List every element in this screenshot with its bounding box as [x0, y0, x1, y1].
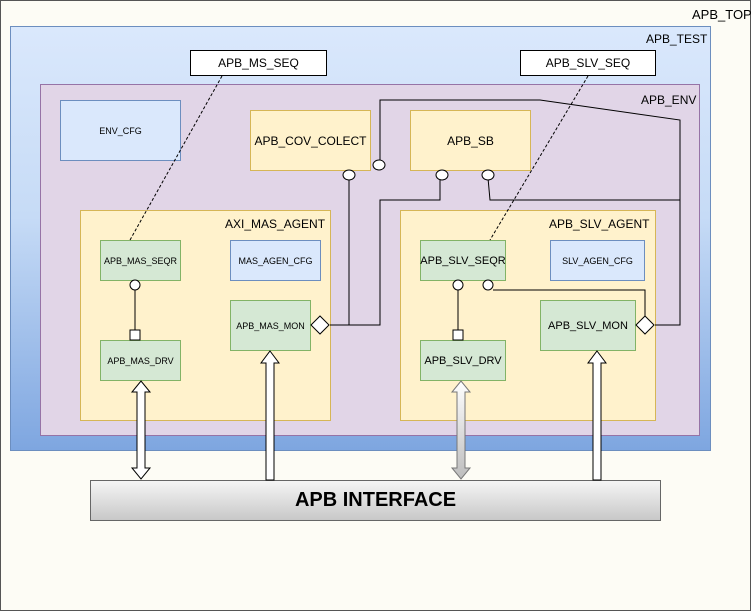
apb-mas-mon-box: APB_MAS_MON	[230, 300, 311, 351]
mas-agen-cfg-box: MAS_AGEN_CFG	[230, 240, 321, 281]
apb-ms-seq-label: APB_MS_SEQ	[218, 56, 299, 70]
apb-mas-mon-label: APB_MAS_MON	[236, 321, 305, 331]
apb-interface-label: APB INTERFACE	[294, 489, 457, 511]
slv-seqr-to-slv-mon-link	[482, 279, 646, 320]
axi-mas-agent-label: AXI_MAS_AGENT	[225, 217, 326, 231]
apb-mas-drv-box: APB_MAS_DRV	[100, 340, 181, 381]
slv-seqr-drv-port-link	[452, 279, 464, 341]
apb-slv-mon-box: APB_SLV_MON	[540, 300, 636, 351]
apb-mas-drv-label: APB_MAS_DRV	[107, 355, 174, 366]
apb-slv-agent-label: APB_SLV_AGENT	[549, 217, 650, 231]
interface-to-slv-mon-arrow	[587, 350, 607, 481]
slv-seq-to-slv-seqr-dashed-link	[489, 75, 589, 241]
apb-slv-seq-box: APB_SLV_SEQ	[520, 50, 656, 76]
slv-agen-cfg-box: SLV_AGEN_CFG	[550, 240, 645, 281]
apb-env-label: APB_ENV	[641, 93, 697, 107]
env-cfg-box: ENV_CFG	[60, 100, 181, 161]
apb-top-label: APB_TOP	[692, 7, 751, 22]
apb-slv-seqr-box: APB_SLV_SEQR	[420, 240, 506, 281]
apb-slv-mon-label: APB_SLV_MON	[548, 319, 628, 332]
apb-cov-colect-box: APB_COV_COLECT	[250, 110, 371, 171]
apb-slv-drv-box: APB_SLV_DRV	[420, 340, 506, 381]
slv-mon-analysis-port-links	[372, 99, 681, 335]
apb-interface-bar: APB INTERFACE	[90, 480, 661, 521]
apb-slv-drv-label: APB_SLV_DRV	[424, 354, 502, 367]
mas-mon-analysis-port-links	[310, 169, 449, 335]
mas-seqr-drv-port-link	[129, 279, 141, 341]
apb-slv-seqr-label: APB_SLV_SEQR	[420, 254, 506, 267]
apb-ms-seq-box: APB_MS_SEQ	[190, 50, 327, 76]
slv-agen-cfg-label: SLV_AGEN_CFG	[562, 255, 633, 266]
apb-slv-seq-label: APB_SLV_SEQ	[545, 56, 631, 70]
mas-agen-cfg-label: MAS_AGEN_CFG	[238, 255, 313, 266]
env-cfg-label: ENV_CFG	[99, 125, 142, 136]
apb-sb-label: APB_SB	[447, 133, 494, 148]
mas-drv-interface-double-arrow	[130, 380, 152, 480]
apb-sb-box: APB_SB	[410, 110, 531, 171]
slv-drv-interface-double-arrow	[450, 380, 472, 480]
interface-to-mas-mon-arrow	[260, 350, 280, 481]
apb-cov-colect-label: APB_COV_COLECT	[254, 133, 367, 148]
apb-mas-seqr-label: APB_MAS_SEQR	[103, 255, 178, 266]
apb-mas-seqr-box: APB_MAS_SEQR	[100, 240, 181, 281]
apb-test-label: APB_TEST	[646, 32, 708, 46]
ms-seq-to-mas-seqr-dashed-link	[129, 75, 223, 241]
